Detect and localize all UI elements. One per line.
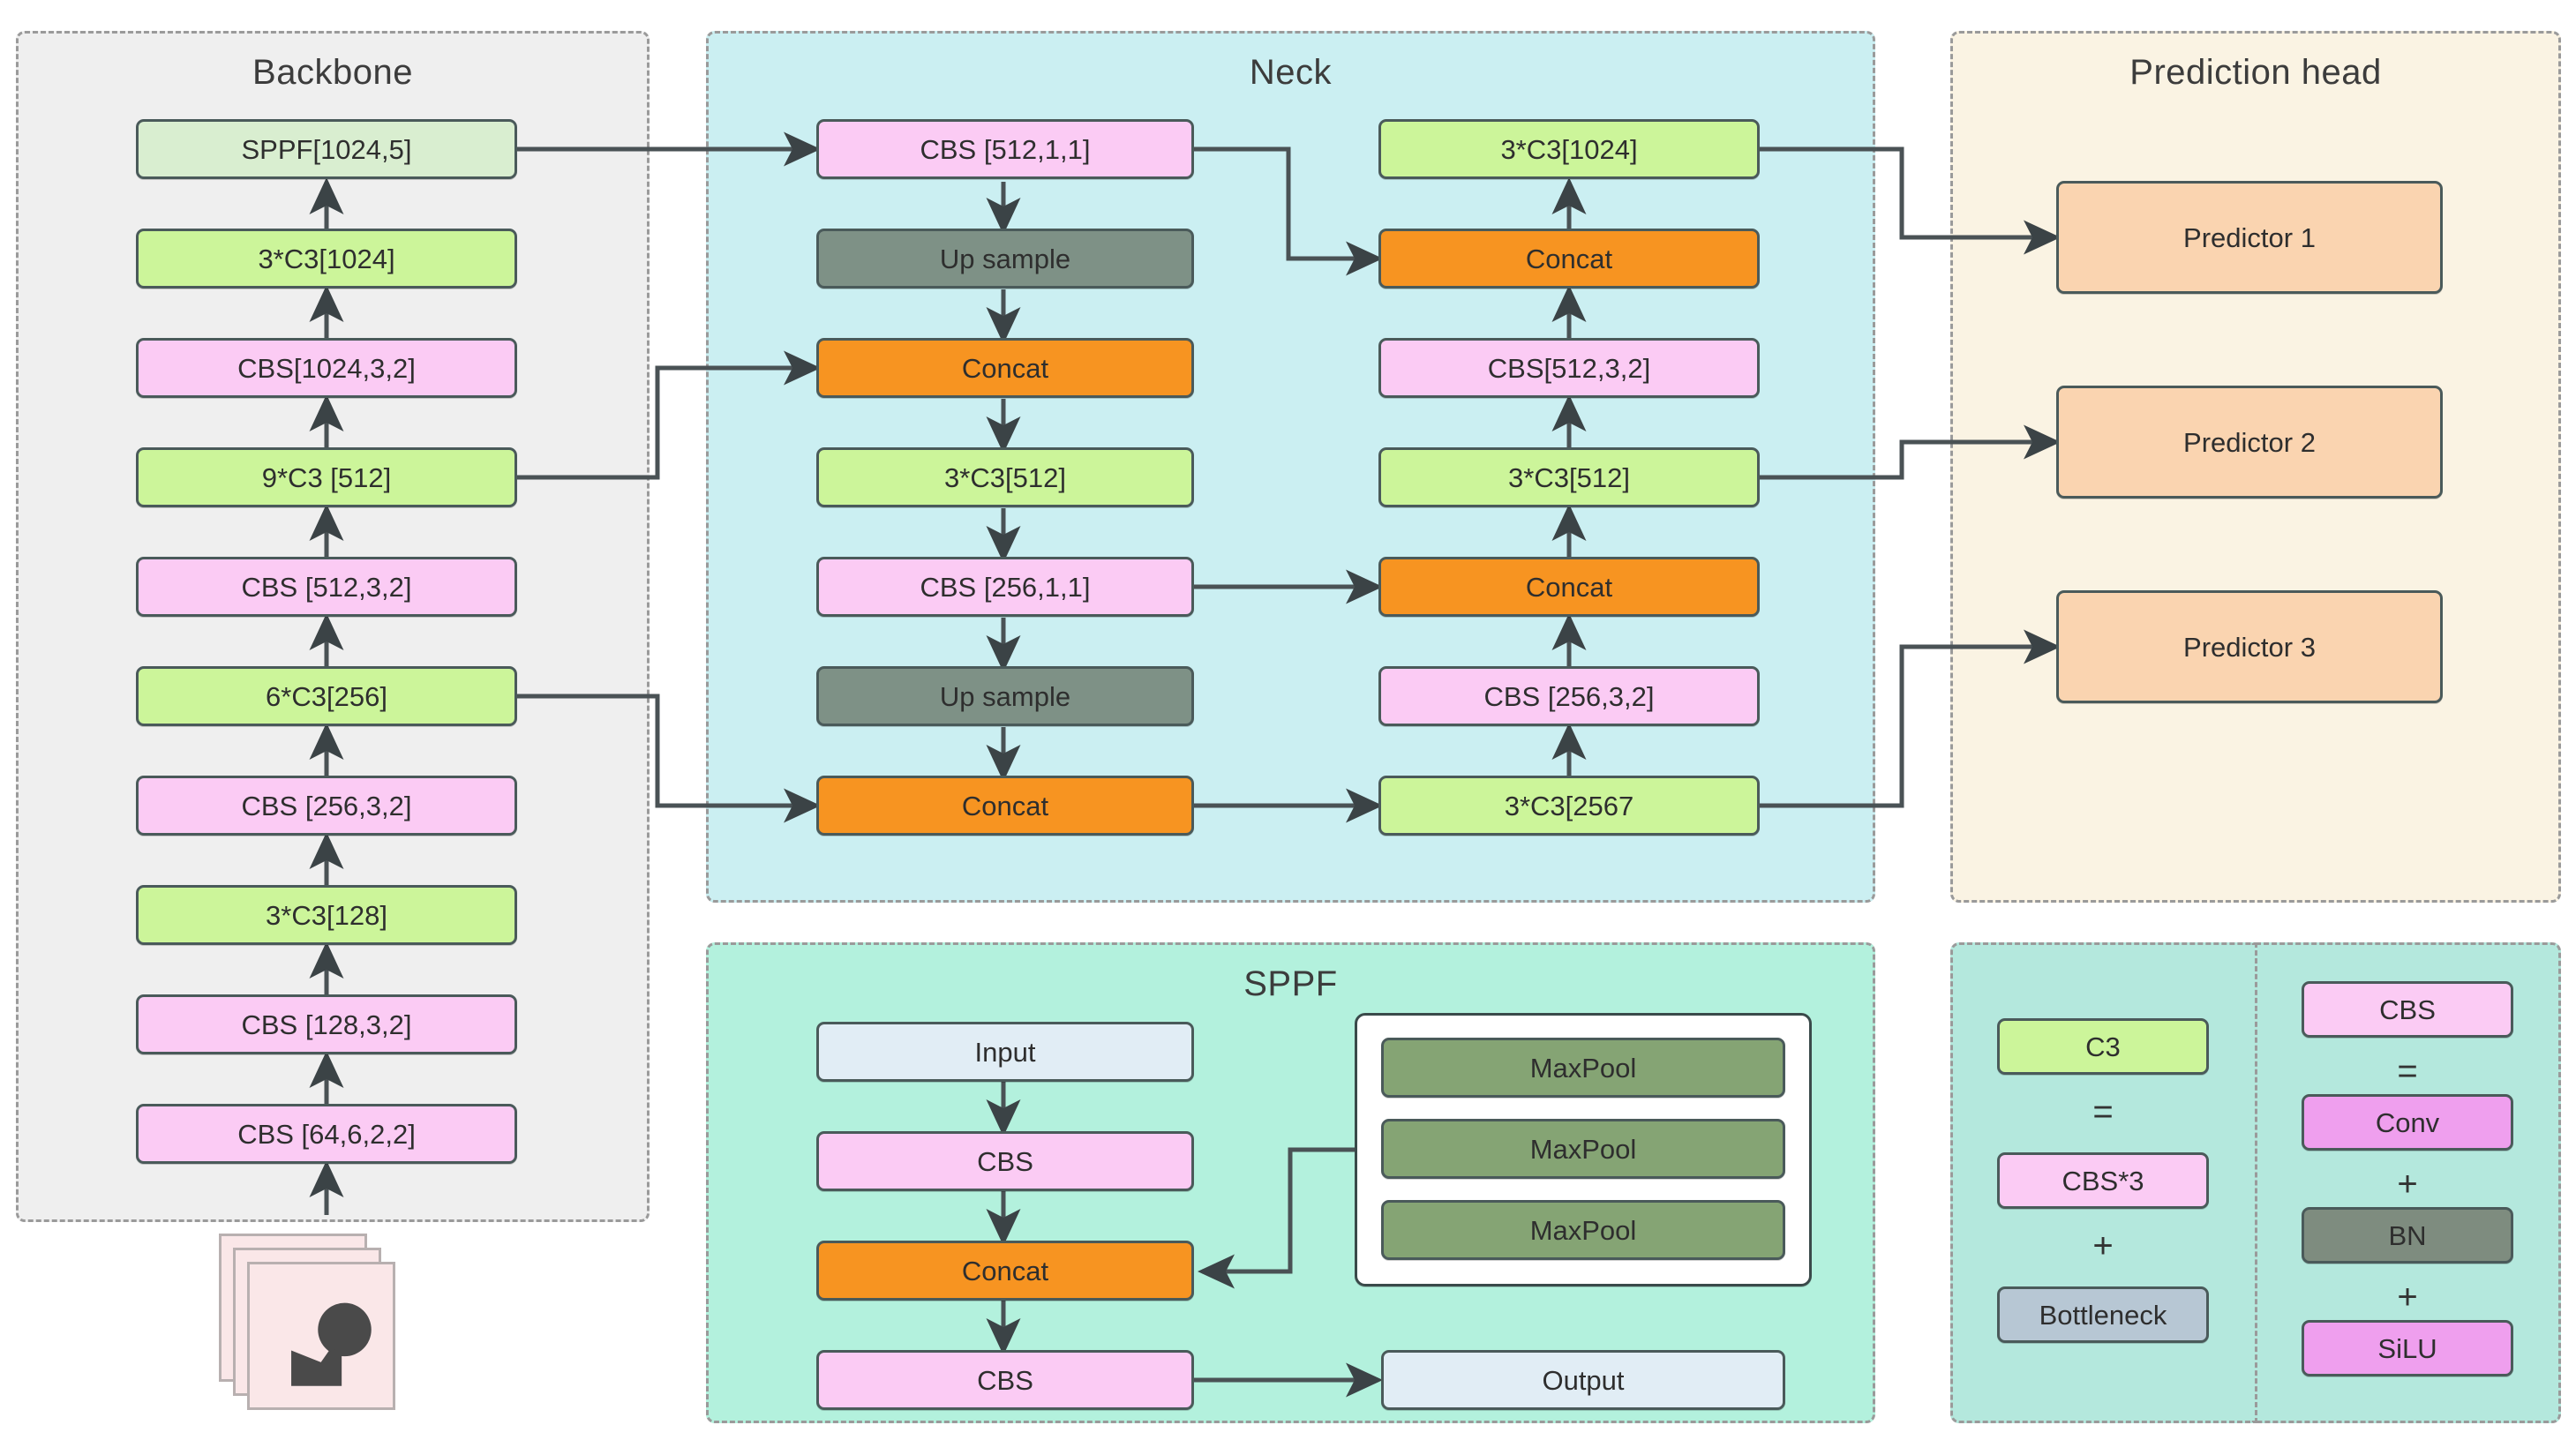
neck-node-c3-256-out[interactable]: 3*C3[2567 bbox=[1378, 776, 1760, 836]
panel-neck-title: Neck bbox=[1249, 53, 1333, 92]
panel-prediction-head-title: Prediction head bbox=[2129, 53, 2382, 92]
neck-node-concat-4[interactable]: Concat bbox=[1378, 557, 1760, 617]
sppf-node-cbs-2[interactable]: CBS bbox=[816, 1350, 1194, 1410]
sppf-node-input[interactable]: Input bbox=[816, 1022, 1194, 1082]
backbone-node-cbs-512[interactable]: CBS [512,3,2] bbox=[136, 557, 517, 617]
input-image-card-front bbox=[247, 1262, 395, 1410]
legend-node-cbs3[interactable]: CBS*3 bbox=[1997, 1152, 2209, 1209]
backbone-node-c3-512[interactable]: 9*C3 [512] bbox=[136, 447, 517, 507]
sppf-node-maxpool-1[interactable]: MaxPool bbox=[1381, 1038, 1785, 1098]
neck-node-cbs-256-3-2[interactable]: CBS [256,3,2] bbox=[1378, 666, 1760, 726]
panel-sppf-title: SPPF bbox=[1243, 964, 1338, 1003]
sppf-node-output[interactable]: Output bbox=[1381, 1350, 1785, 1410]
neck-node-concat-2[interactable]: Concat bbox=[816, 776, 1194, 836]
legend-op-plus-c3: + bbox=[2092, 1226, 2114, 1265]
person-silhouette-icon bbox=[291, 1302, 372, 1386]
legend-node-c3[interactable]: C3 bbox=[1997, 1018, 2209, 1075]
neck-node-c3-1024[interactable]: 3*C3[1024] bbox=[1378, 119, 1760, 179]
backbone-node-sppf[interactable]: SPPF[1024,5] bbox=[136, 119, 517, 179]
predictor-3[interactable]: Predictor 3 bbox=[2056, 590, 2443, 703]
predictor-2[interactable]: Predictor 2 bbox=[2056, 386, 2443, 499]
neck-node-c3-512-out[interactable]: 3*C3[512] bbox=[1378, 447, 1760, 507]
backbone-node-c3-256[interactable]: 6*C3[256] bbox=[136, 666, 517, 726]
legend-op-plus-bn: + bbox=[2397, 1278, 2418, 1316]
legend-node-silu[interactable]: SiLU bbox=[2302, 1320, 2513, 1376]
neck-node-concat-1[interactable]: Concat bbox=[816, 338, 1194, 398]
panel-backbone-title: Backbone bbox=[252, 53, 413, 92]
backbone-node-c3-128[interactable]: 3*C3[128] bbox=[136, 885, 517, 945]
neck-node-upsample-2[interactable]: Up sample bbox=[816, 666, 1194, 726]
legend-node-cbs[interactable]: CBS bbox=[2302, 981, 2513, 1038]
predictor-1[interactable]: Predictor 1 bbox=[2056, 181, 2443, 294]
sppf-node-maxpool-3[interactable]: MaxPool bbox=[1381, 1200, 1785, 1260]
legend-op-plus-conv: + bbox=[2397, 1165, 2418, 1204]
input-images bbox=[219, 1234, 431, 1436]
sppf-node-maxpool-2[interactable]: MaxPool bbox=[1381, 1119, 1785, 1179]
legend-node-bn[interactable]: BN bbox=[2302, 1207, 2513, 1264]
sppf-node-cbs-1[interactable]: CBS bbox=[816, 1131, 1194, 1191]
legend-op-equals-cbs: = bbox=[2397, 1052, 2418, 1091]
neck-node-cbs-512-1-1[interactable]: CBS [512,1,1] bbox=[816, 119, 1194, 179]
sppf-node-concat[interactable]: Concat bbox=[816, 1241, 1194, 1301]
backbone-node-cbs-256[interactable]: CBS [256,3,2] bbox=[136, 776, 517, 836]
neck-node-concat-3[interactable]: Concat bbox=[1378, 229, 1760, 289]
backbone-node-cbs-1024[interactable]: CBS[1024,3,2] bbox=[136, 338, 517, 398]
legend-node-conv[interactable]: Conv bbox=[2302, 1094, 2513, 1151]
neck-node-upsample-1[interactable]: Up sample bbox=[816, 229, 1194, 289]
backbone-node-c3-1024[interactable]: 3*C3[1024] bbox=[136, 229, 517, 289]
backbone-node-cbs-128[interactable]: CBS [128,3,2] bbox=[136, 994, 517, 1054]
legend-node-bottleneck[interactable]: Bottleneck bbox=[1997, 1286, 2209, 1343]
legend-op-equals-c3: = bbox=[2092, 1092, 2114, 1131]
neck-node-c3-512[interactable]: 3*C3[512] bbox=[816, 447, 1194, 507]
neck-node-cbs-512-3-2[interactable]: CBS[512,3,2] bbox=[1378, 338, 1760, 398]
backbone-node-cbs-64[interactable]: CBS [64,6,2,2] bbox=[136, 1104, 517, 1164]
neck-node-cbs-256-1-1[interactable]: CBS [256,1,1] bbox=[816, 557, 1194, 617]
